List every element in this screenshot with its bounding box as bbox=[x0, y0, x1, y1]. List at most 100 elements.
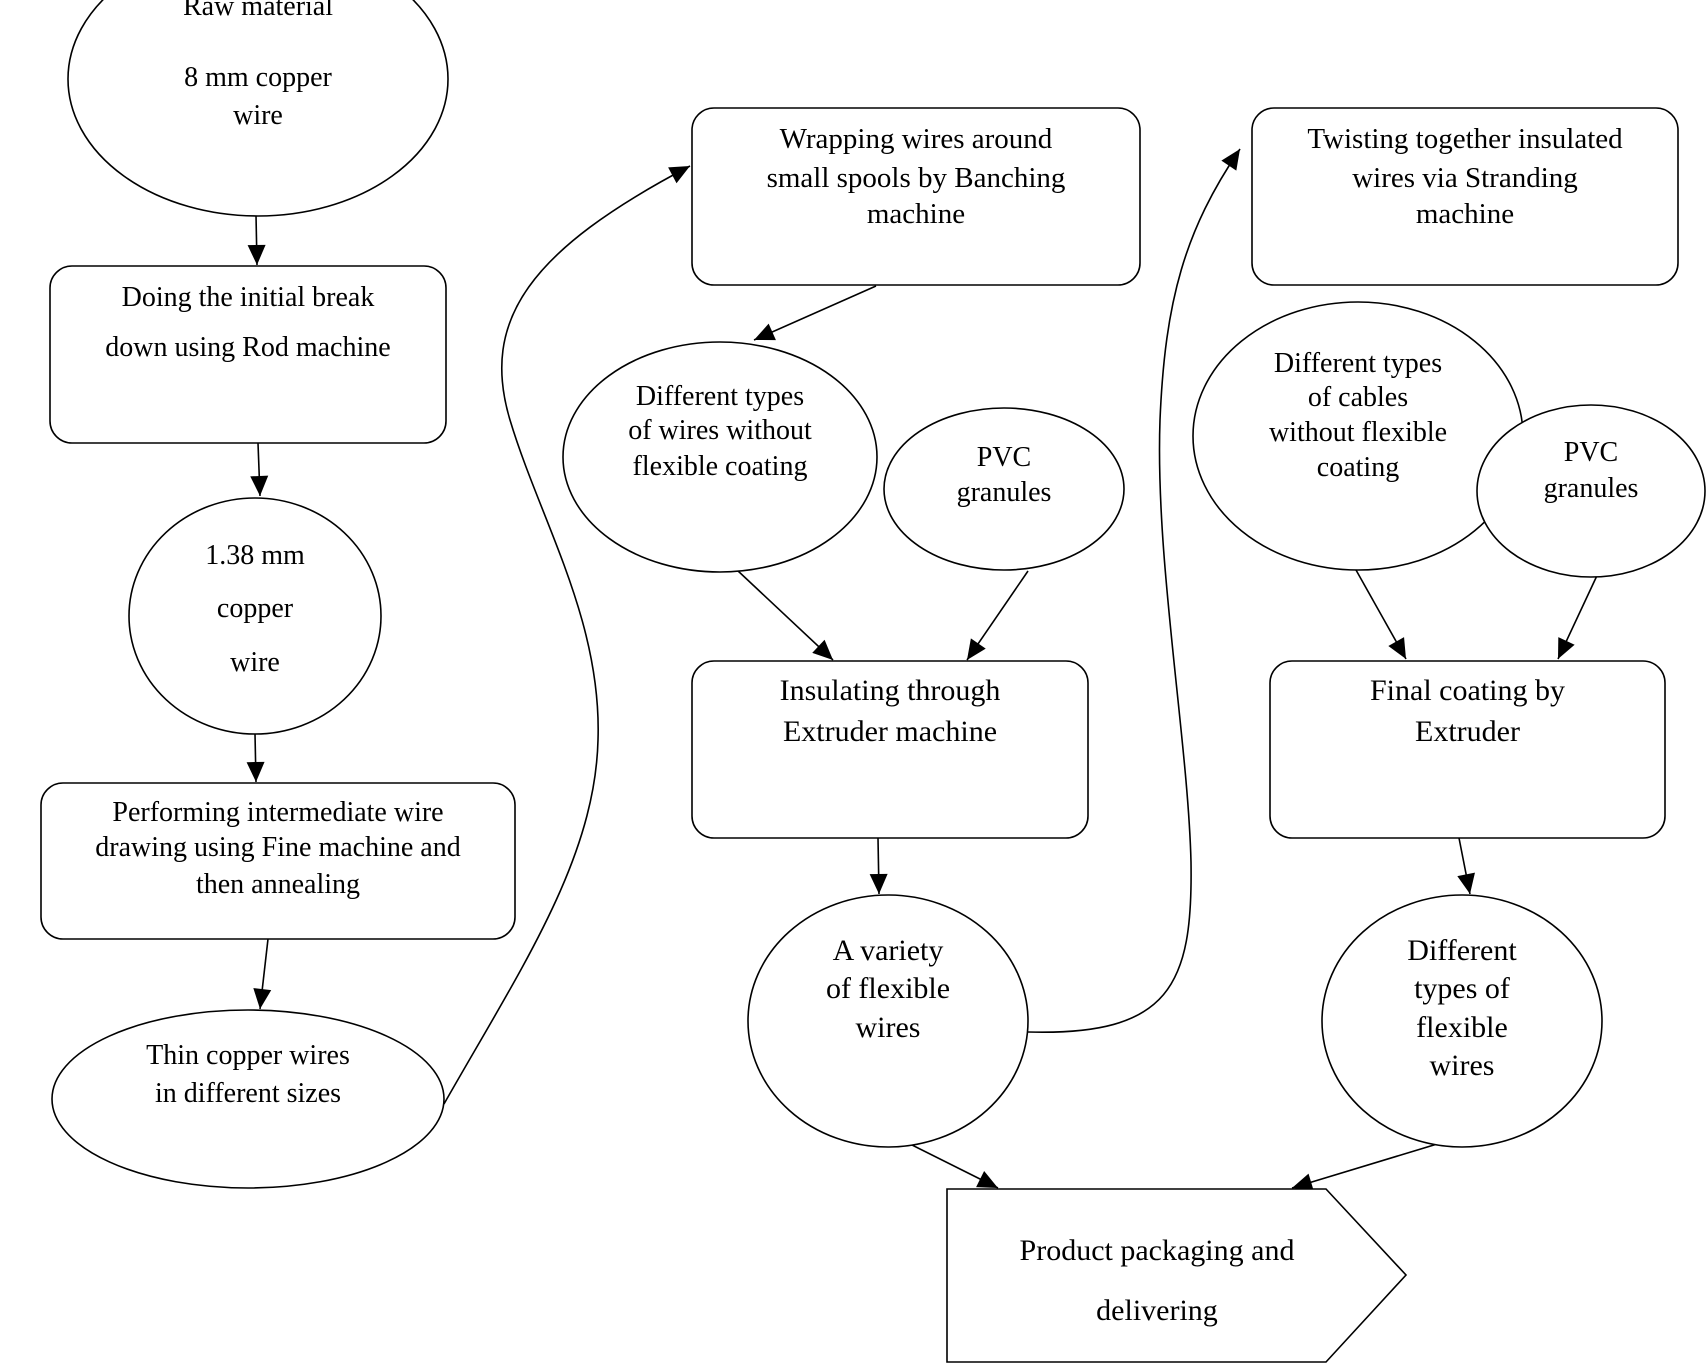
edge-raw-material-to-initial-breakdown-arrowhead bbox=[247, 244, 266, 265]
edge-cables-no-coating-to-final-coating bbox=[1355, 569, 1407, 660]
edge-pvc-1-to-extruder-insulating-arrowhead bbox=[967, 638, 986, 660]
node-initial-breakdown: Doing the initial break down using Rod ma… bbox=[49, 265, 447, 444]
edge-types-flexible-to-packaging-arrowhead bbox=[1292, 1173, 1314, 1191]
edge-final-coating-to-types-flexible bbox=[1457, 837, 1475, 895]
node-thin-copper-label-line-1: Thin copper wires bbox=[146, 1040, 350, 1071]
node-banching: Wrapping wires around small spools by Ban… bbox=[691, 107, 1141, 286]
edge-wire-138-to-intermediate-drawing-arrowhead bbox=[246, 761, 265, 782]
node-pvc-1-ellipse bbox=[883, 407, 1125, 571]
node-wires-no-coating-label-line-1: Different types bbox=[636, 381, 804, 412]
node-stranding-label-line-3: machine bbox=[1416, 198, 1514, 230]
node-types-flexible-ellipse bbox=[1321, 894, 1603, 1148]
node-raw-material-label-line-1: Raw material bbox=[183, 0, 333, 22]
node-stranding: Twisting together insulated wires via Str… bbox=[1251, 107, 1679, 286]
node-extruder-insulating-label-line-1: Insulating through bbox=[780, 674, 1001, 707]
node-pvc-2-label-line-1: PVC bbox=[1564, 437, 1618, 468]
node-wire-138-label-line-1: 1.38 mm bbox=[205, 540, 305, 571]
node-packaging-label-line-2: delivering bbox=[1096, 1294, 1218, 1327]
edge-variety-flexible-to-packaging-arrowhead bbox=[976, 1171, 998, 1188]
node-variety-flexible-label-line-2: of flexible bbox=[826, 972, 950, 1005]
node-final-coating-label-line-1: Final coating by bbox=[1370, 674, 1565, 707]
node-thin-copper: Thin copper wires in different sizes bbox=[51, 1009, 445, 1189]
edge-pvc-1-to-extruder-insulating bbox=[966, 570, 1029, 661]
node-stranding-box bbox=[1251, 107, 1679, 286]
edge-banching-to-wires-no-coating-line bbox=[753, 285, 877, 341]
edge-thin-copper-to-banching-arrowhead bbox=[668, 166, 690, 184]
node-packaging-pentagon bbox=[946, 1188, 1408, 1363]
node-thin-copper-label-line-2: in different sizes bbox=[155, 1078, 341, 1109]
node-variety-flexible-label-line-1: A variety bbox=[833, 934, 944, 967]
node-intermediate-drawing-label-line-2: drawing using Fine machine and bbox=[95, 832, 460, 863]
node-stranding-label-line-1: Twisting together insulated bbox=[1307, 123, 1623, 155]
node-stranding-label-line-2: wires via Stranding bbox=[1352, 162, 1578, 194]
node-wire-138-ellipse bbox=[128, 497, 382, 735]
node-intermediate-drawing-label-line-3: then annealing bbox=[196, 869, 360, 900]
edge-initial-breakdown-to-wire-138-arrowhead bbox=[250, 475, 269, 496]
node-raw-material-label-line-2: 8 mm copper bbox=[184, 62, 332, 93]
edge-variety-flexible-to-stranding-arrowhead bbox=[1221, 149, 1240, 171]
node-raw-material: Raw material 8 mm copper wire bbox=[67, 0, 449, 217]
edge-intermediate-drawing-to-thin-copper bbox=[253, 938, 272, 1010]
edge-wire-138-to-intermediate-drawing bbox=[246, 733, 265, 783]
edge-pvc-2-to-final-coating-arrowhead bbox=[1558, 637, 1575, 659]
node-types-flexible-label-line-4: wires bbox=[1430, 1049, 1495, 1082]
node-pvc-1-label-line-1: PVC bbox=[977, 442, 1031, 473]
node-intermediate-drawing-box bbox=[40, 782, 516, 940]
node-wires-no-coating-label-line-2: of wires without bbox=[628, 415, 812, 446]
node-wires-no-coating-ellipse bbox=[562, 341, 878, 573]
edge-cables-no-coating-to-final-coating-arrowhead bbox=[1388, 637, 1406, 659]
node-pvc-2: PVC granules bbox=[1476, 404, 1706, 578]
node-raw-material-label-line-3: wire bbox=[233, 100, 283, 131]
node-packaging: Product packaging and delivering bbox=[946, 1188, 1408, 1363]
edge-pvc-2-to-final-coating bbox=[1557, 566, 1602, 660]
edge-wires-no-coating-to-extruder-insulating-arrowhead bbox=[812, 639, 833, 660]
edge-intermediate-drawing-to-thin-copper-arrowhead bbox=[253, 988, 272, 1009]
node-final-coating-label-line-2: Extruder bbox=[1415, 715, 1520, 748]
node-wires-no-coating-label-line-3: flexible coating bbox=[633, 451, 808, 482]
node-banching-label-line-3: machine bbox=[867, 198, 965, 230]
node-pvc-1-label-line-2: granules bbox=[957, 477, 1052, 508]
node-pvc-2-label-line-2: granules bbox=[1544, 473, 1639, 504]
node-banching-label-line-1: Wrapping wires around bbox=[780, 123, 1053, 155]
node-initial-breakdown-box bbox=[49, 265, 447, 444]
edge-types-flexible-to-packaging-line bbox=[1291, 1137, 1458, 1189]
node-types-flexible-label-line-3: flexible bbox=[1416, 1011, 1508, 1044]
node-thin-copper-ellipse bbox=[51, 1009, 445, 1189]
node-final-coating-box bbox=[1269, 660, 1666, 839]
node-pvc-2-ellipse bbox=[1476, 404, 1706, 578]
node-variety-flexible-ellipse bbox=[747, 894, 1029, 1148]
edge-banching-to-wires-no-coating bbox=[753, 285, 877, 341]
edge-variety-flexible-to-stranding bbox=[1027, 148, 1241, 1033]
edge-variety-flexible-to-stranding-line bbox=[1027, 148, 1241, 1033]
node-pvc-1: PVC granules bbox=[883, 407, 1125, 571]
edge-variety-flexible-to-packaging bbox=[897, 1137, 999, 1189]
node-wire-138-label-line-2: copper bbox=[217, 593, 294, 624]
node-types-flexible-label-line-2: types of bbox=[1414, 972, 1510, 1005]
node-cables-no-coating-label-line-4: coating bbox=[1317, 452, 1399, 483]
node-cables-no-coating-label-line-3: without flexible bbox=[1269, 417, 1447, 448]
edge-extruder-insulating-to-variety-flexible bbox=[869, 837, 888, 895]
node-cables-no-coating-label-line-1: Different types bbox=[1274, 348, 1442, 379]
node-extruder-insulating-label-line-2: Extruder machine bbox=[783, 715, 997, 748]
edge-wires-no-coating-to-extruder-insulating-line bbox=[736, 569, 834, 661]
node-initial-breakdown-label-line-2: down using Rod machine bbox=[105, 332, 390, 363]
node-intermediate-drawing-label-line-1: Performing intermediate wire bbox=[112, 797, 443, 828]
edges-layer bbox=[246, 148, 1602, 1191]
node-packaging-label-line-1: Product packaging and bbox=[1020, 1234, 1295, 1267]
edge-banching-to-wires-no-coating-arrowhead bbox=[754, 323, 776, 341]
edge-raw-material-to-initial-breakdown bbox=[247, 214, 266, 266]
node-banching-box bbox=[691, 107, 1141, 286]
edge-final-coating-to-types-flexible-arrowhead bbox=[1457, 872, 1475, 894]
node-extruder-insulating-box bbox=[691, 660, 1089, 839]
node-cables-no-coating-label-line-2: of cables bbox=[1308, 382, 1408, 413]
node-banching-label-line-2: small spools by Banching bbox=[767, 162, 1066, 194]
node-intermediate-drawing: Performing intermediate wire drawing usin… bbox=[40, 782, 516, 940]
node-raw-material-ellipse bbox=[67, 0, 449, 217]
node-initial-breakdown-label-line-1: Doing the initial break bbox=[122, 282, 375, 313]
